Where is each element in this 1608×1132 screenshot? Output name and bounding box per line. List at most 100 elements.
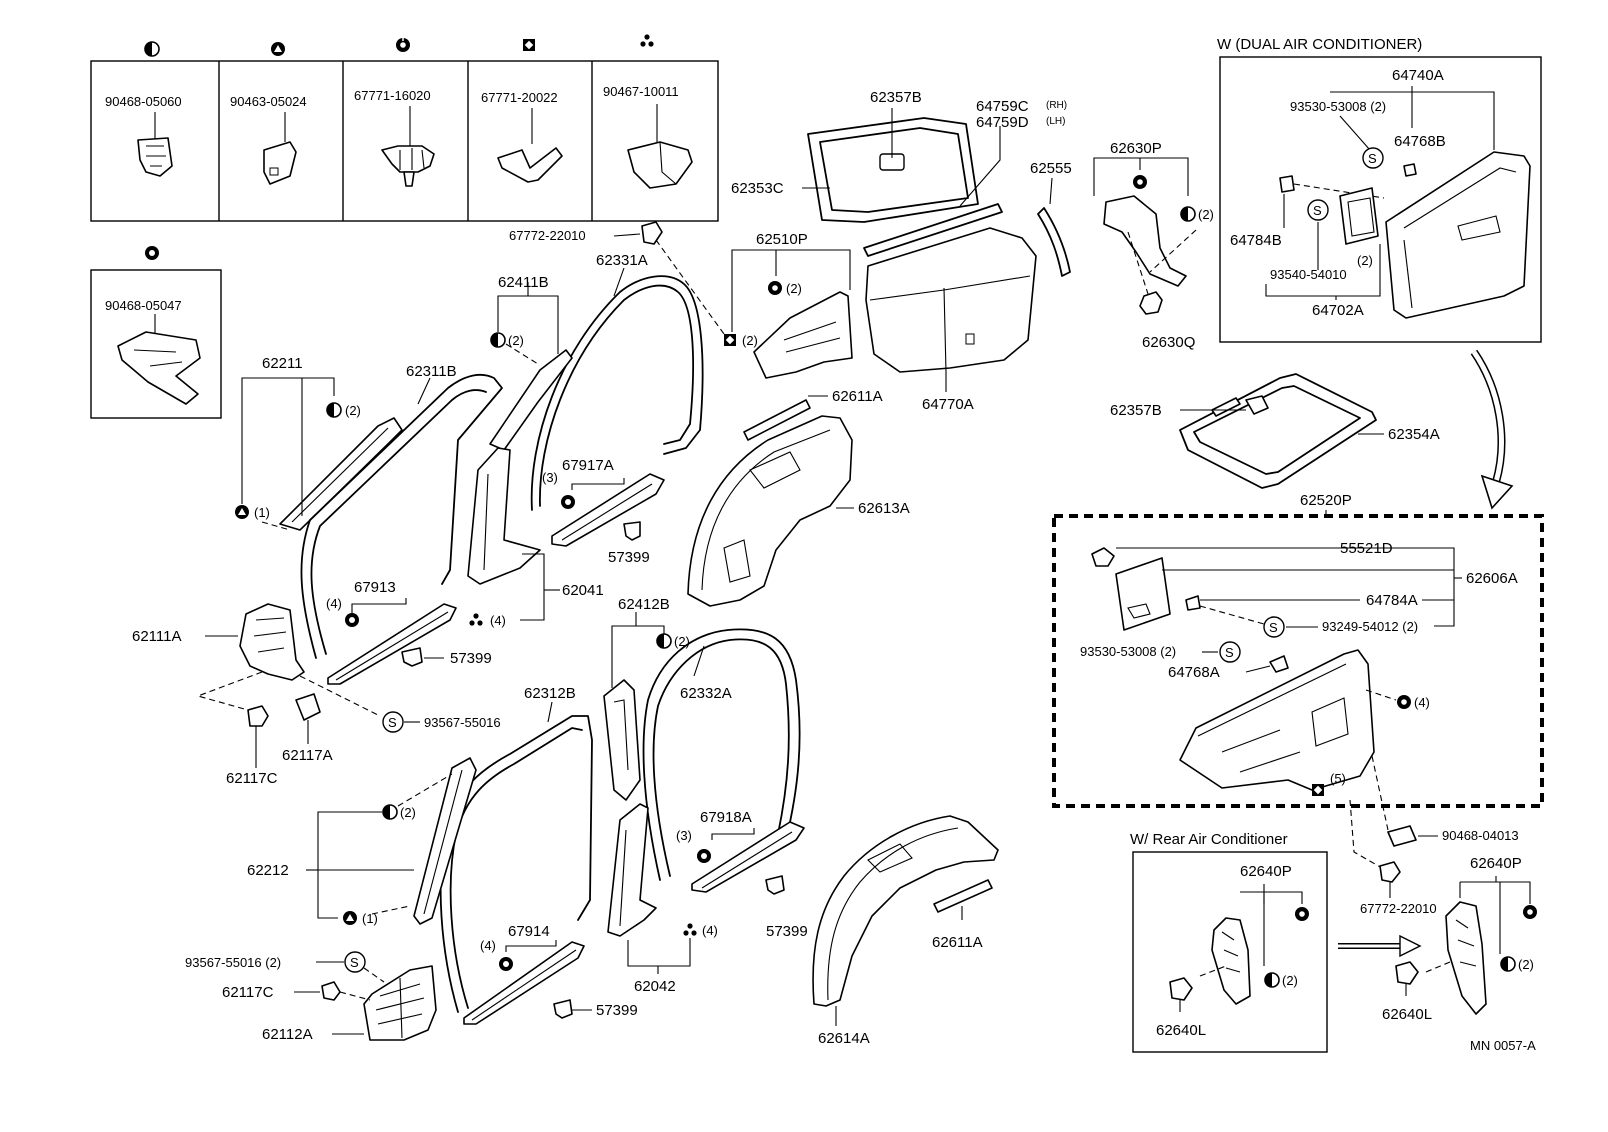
- label-62640P-a: 62640P: [1240, 863, 1292, 880]
- label-62353C: 62353C: [731, 180, 784, 197]
- label-64759C: 64759C: [976, 98, 1029, 115]
- clip-drawing-3: [381, 106, 435, 187]
- cargo-panel-64770A: 64770A: [865, 227, 1037, 413]
- label-64784B: 64784B: [1230, 232, 1282, 249]
- label-62510P-q2: (2): [742, 333, 758, 348]
- quarter-glass-group: 62357B 62353C 64759C (RH) 64759D (LH): [731, 89, 1067, 257]
- label-62041: 62041: [562, 582, 604, 599]
- kick-panel-62112A: 62112A S 93567-55016 (2) 62117C: [185, 951, 437, 1043]
- half-circle-icon: [326, 402, 342, 418]
- label-90468-04013: 90468-04013: [1442, 828, 1519, 843]
- legend-part-3: 67771-16020: [354, 88, 431, 103]
- scuff-plate-67913: 67913 (4) 57399: [326, 579, 492, 685]
- strip-62555: 62555: [1030, 160, 1072, 277]
- screw-icon: [382, 711, 404, 733]
- fastener-legend: 90468-05060 90463-05024 67771-16020 6777…: [90, 34, 719, 419]
- assembly-frame: [1052, 514, 1544, 808]
- label-93530-top: 93530-53008 (2): [1290, 99, 1386, 114]
- label-57399-b: 57399: [450, 650, 492, 667]
- square-icon: [724, 334, 736, 346]
- label-62042-qty: (4): [702, 923, 718, 938]
- label-62357B-top: 62357B: [870, 89, 922, 106]
- label-62510P-q1: (2): [786, 281, 802, 296]
- triangle-icon: [271, 42, 285, 56]
- label-67772-top: 67772-22010: [509, 228, 586, 243]
- legend-part-1: 90468-05060: [105, 94, 182, 109]
- half-circle-icon: [144, 41, 160, 57]
- pillar-trim-62630P: 62630P (2) 62630Q: [1093, 140, 1214, 351]
- gear-icon: [1397, 695, 1411, 709]
- clip-drawing-2: [263, 112, 297, 185]
- half-circle-icon: [490, 332, 506, 348]
- label-62117C-b: 62117C: [222, 984, 274, 1001]
- scuff-plate-67917A: 67917A (3) 57399: [542, 457, 665, 566]
- extra-legend-frame: [90, 269, 222, 419]
- three-dot-icon: [469, 613, 483, 626]
- label-62311B: 62311B: [406, 363, 457, 380]
- gear-icon: [1133, 175, 1147, 189]
- extra-legend-part: 90468-05047: [105, 298, 182, 313]
- label-67914-qty: (4): [480, 938, 496, 953]
- label-67914: 67914: [508, 923, 550, 940]
- dual-ac-title: W (DUAL AIR CONDITIONER): [1217, 36, 1422, 53]
- three-dot-icon: [640, 34, 654, 47]
- dual-ac-section: W (DUAL AIR CONDITIONER) 64740A 93530-53…: [1217, 36, 1542, 343]
- legend-part-2: 90463-05024: [230, 94, 307, 109]
- triangle-icon: [235, 505, 249, 519]
- label-62117C-a: 62117C: [226, 770, 278, 787]
- rear-ac-title: W/ Rear Air Conditioner: [1130, 831, 1288, 848]
- scuff-plate-67918A: 67918A (3) 57399: [676, 809, 808, 940]
- screw-icon: [1219, 641, 1241, 663]
- label-62331A: 62331A: [596, 252, 648, 269]
- label-62640P-b: 62640P: [1470, 855, 1522, 872]
- kick-panel-62111A: 62111A S 93567-55016 62117C 62117A: [132, 603, 501, 787]
- label-64768A: 64768A: [1168, 664, 1220, 681]
- label-62211-q1: (1): [254, 505, 270, 520]
- label-67918A-qty: (3): [676, 828, 692, 843]
- legend-frame: [90, 60, 719, 222]
- label-67917A-qty: (3): [542, 470, 558, 485]
- label-62212-q2: (2): [400, 805, 416, 820]
- scuff-plate-67914: 67914 (4) 57399: [463, 923, 638, 1025]
- label-93530-mid: 93530-53008 (2): [1080, 644, 1176, 659]
- diagram-code: MN 0057-A: [1470, 1038, 1536, 1053]
- label-62614A: 62614A: [818, 1030, 870, 1047]
- legend-part-5: 90467-10011: [603, 84, 679, 99]
- pillar-62211: 62211 (2) (1): [235, 355, 403, 531]
- label-62520P-q4: (4): [1414, 695, 1430, 710]
- label-67913: 67913: [354, 579, 396, 596]
- label-64702A: 64702A: [1312, 302, 1364, 319]
- label-62354A: 62354A: [1388, 426, 1440, 443]
- assembly-62520P: 62520P 55521D 62606A 64784A S 93249-5401…: [1052, 492, 1544, 916]
- label-62630Q: 62630Q: [1142, 334, 1195, 351]
- gear-icon: [396, 38, 410, 52]
- label-62042: 62042: [634, 978, 676, 995]
- label-62312B: 62312B: [524, 685, 576, 702]
- label-57399-c: 57399: [766, 923, 808, 940]
- label-62411B: 62411B: [498, 274, 549, 291]
- weatherstrip-62332A: 62332A: [642, 628, 801, 881]
- svg-text:S: S: [388, 715, 397, 730]
- label-64770A: 64770A: [922, 396, 974, 413]
- half-circle-icon: [382, 804, 398, 820]
- pillar-62042: 62042 (4): [607, 803, 718, 995]
- label-62520P: 62520P: [1300, 492, 1352, 509]
- label-62332A: 62332A: [680, 685, 732, 702]
- svg-text:S: S: [350, 955, 359, 970]
- pillar-62411B: 62411B (2): [489, 274, 573, 451]
- label-67917A: 67917A: [562, 457, 614, 474]
- clip-drawing-4: [497, 108, 563, 183]
- label-64759D-side: (LH): [1046, 116, 1065, 127]
- label-67918A: 67918A: [700, 809, 752, 826]
- label-62212-q1: (1): [362, 911, 378, 926]
- label-62411B-qty: (2): [508, 333, 524, 348]
- screw-icon: [344, 951, 366, 973]
- svg-text:S: S: [1269, 620, 1278, 635]
- trim-62510P: 62510P (2) (2) 67772-22010: [509, 221, 853, 379]
- label-93567-b: 93567-55016 (2): [185, 955, 281, 970]
- gear-icon: [1295, 907, 1309, 921]
- label-93249: 93249-54012 (2): [1322, 619, 1418, 634]
- dual-ac-frame: [1219, 56, 1542, 343]
- label-64759C-side: (RH): [1046, 100, 1067, 111]
